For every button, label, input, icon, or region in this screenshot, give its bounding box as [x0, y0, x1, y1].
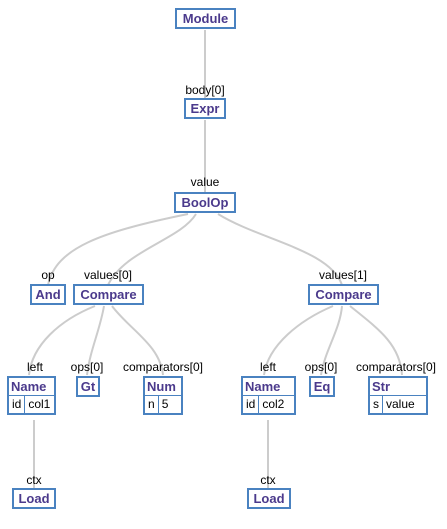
edge-compare2-eq — [320, 305, 343, 376]
field-value: col1 — [28, 397, 51, 411]
node-str[interactable]: Str s value — [368, 376, 428, 415]
node-load-left[interactable]: Load — [12, 488, 56, 509]
edge-compare2-str — [349, 305, 403, 376]
edge-label-left: left — [259, 360, 277, 374]
field-key: id — [243, 396, 260, 413]
edge-label-comparators: comparators[0] — [355, 360, 437, 374]
field-key: n — [145, 396, 159, 413]
edge-compare1-num — [111, 305, 164, 376]
edge-label-values1: values[1] — [318, 268, 368, 282]
node-eq[interactable]: Eq — [309, 376, 335, 397]
node-boolop[interactable]: BoolOp — [174, 192, 236, 213]
node-title: Module — [182, 11, 229, 26]
edge-label-body: body[0] — [185, 83, 225, 97]
edge-compare2-name2 — [263, 305, 334, 376]
edge-label-left: left — [26, 360, 44, 374]
field-value: col2 — [262, 397, 285, 411]
edge-label-ctx: ctx — [260, 473, 276, 487]
edge-boolop-and — [47, 213, 189, 286]
edge-compare1-name1 — [28, 305, 96, 376]
node-title: Name — [9, 378, 54, 396]
node-title: Name — [243, 378, 294, 396]
node-fields: id col1 — [9, 396, 54, 413]
node-title: Compare — [80, 287, 137, 302]
node-name-col1[interactable]: Name id col1 — [7, 376, 56, 415]
node-expr[interactable]: Expr — [184, 98, 226, 119]
node-load-right[interactable]: Load — [247, 488, 291, 509]
node-fields: s value — [370, 396, 426, 413]
field-key: id — [9, 396, 26, 413]
node-and[interactable]: And — [30, 284, 66, 305]
node-compare-right[interactable]: Compare — [308, 284, 379, 305]
node-title: Expr — [190, 101, 220, 116]
node-num[interactable]: Num n 5 — [143, 376, 183, 415]
field-key: s — [370, 396, 383, 413]
node-title: Num — [145, 378, 181, 396]
edge-label-ctx: ctx — [26, 473, 42, 487]
edge-label-ops: ops[0] — [304, 360, 338, 374]
node-title: Load — [253, 491, 285, 506]
edge-boolop-compare2 — [217, 213, 343, 286]
node-title: Compare — [315, 287, 372, 302]
edge-boolop-compare1 — [107, 213, 197, 286]
node-title: And — [35, 287, 61, 302]
node-compare-left[interactable]: Compare — [73, 284, 144, 305]
node-fields: id col2 — [243, 396, 294, 413]
field-value: 5 — [161, 397, 169, 411]
edge-compare1-gt — [86, 305, 105, 376]
edge-label-values0: values[0] — [83, 268, 133, 282]
field-value: value — [386, 397, 415, 411]
node-name-col2[interactable]: Name id col2 — [241, 376, 296, 415]
node-title: Gt — [80, 379, 96, 394]
node-fields: n 5 — [145, 396, 181, 413]
edge-label-ops: ops[0] — [70, 360, 104, 374]
edge-label-op: op — [41, 268, 55, 282]
edge-label-value: value — [190, 175, 220, 189]
node-gt[interactable]: Gt — [76, 376, 100, 397]
node-module[interactable]: Module — [175, 8, 236, 29]
node-title: BoolOp — [181, 195, 229, 210]
node-title: Load — [18, 491, 50, 506]
edge-label-comparators: comparators[0] — [122, 360, 204, 374]
node-title: Str — [370, 378, 426, 396]
node-title: Eq — [313, 379, 331, 394]
